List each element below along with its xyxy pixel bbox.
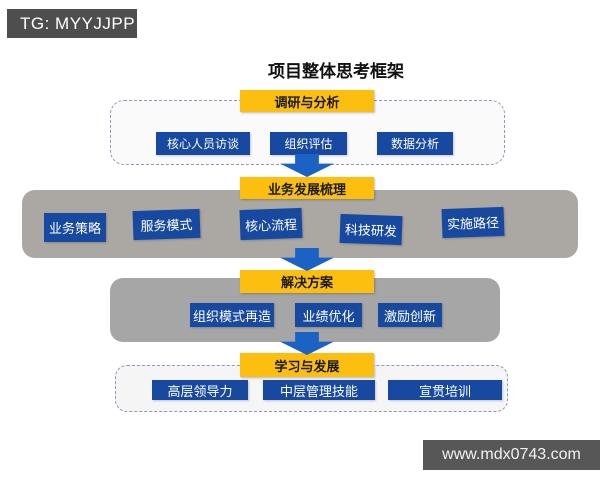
node-service-model: 服务模式: [132, 208, 201, 241]
section-business-header: 业务发展梳理: [240, 177, 374, 199]
node-middle-management-skills: 中层管理技能: [263, 380, 375, 400]
node-business-strategy: 业务策略: [44, 213, 106, 242]
telegram-watermark: TG: MYYJJPP: [7, 9, 137, 38]
node-core-personnel-interview: 核心人员访谈: [156, 132, 250, 155]
node-organization-assessment: 组织评估: [270, 132, 347, 155]
node-org-model-rebuild: 组织模式再造: [190, 303, 274, 327]
node-promotion-training: 宣贯培训: [388, 380, 502, 400]
node-senior-leadership: 高层领导力: [152, 380, 248, 400]
section-research-header: 调研与分析: [240, 90, 374, 112]
section-solution-header: 解决方案: [240, 270, 374, 293]
node-data-analysis: 数据分析: [377, 132, 453, 155]
node-tech-rd: 科技研发: [339, 213, 403, 246]
website-watermark: www.mdx0743.com: [423, 440, 600, 470]
node-core-process: 核心流程: [239, 207, 303, 241]
section-learning-header: 学习与发展: [240, 353, 374, 377]
page-title: 项目整体思考框架: [268, 62, 404, 81]
node-performance-optimization: 业绩优化: [295, 303, 362, 327]
node-implementation-path: 实施路径: [441, 206, 505, 239]
node-incentive-innovation: 激励创新: [378, 303, 442, 327]
